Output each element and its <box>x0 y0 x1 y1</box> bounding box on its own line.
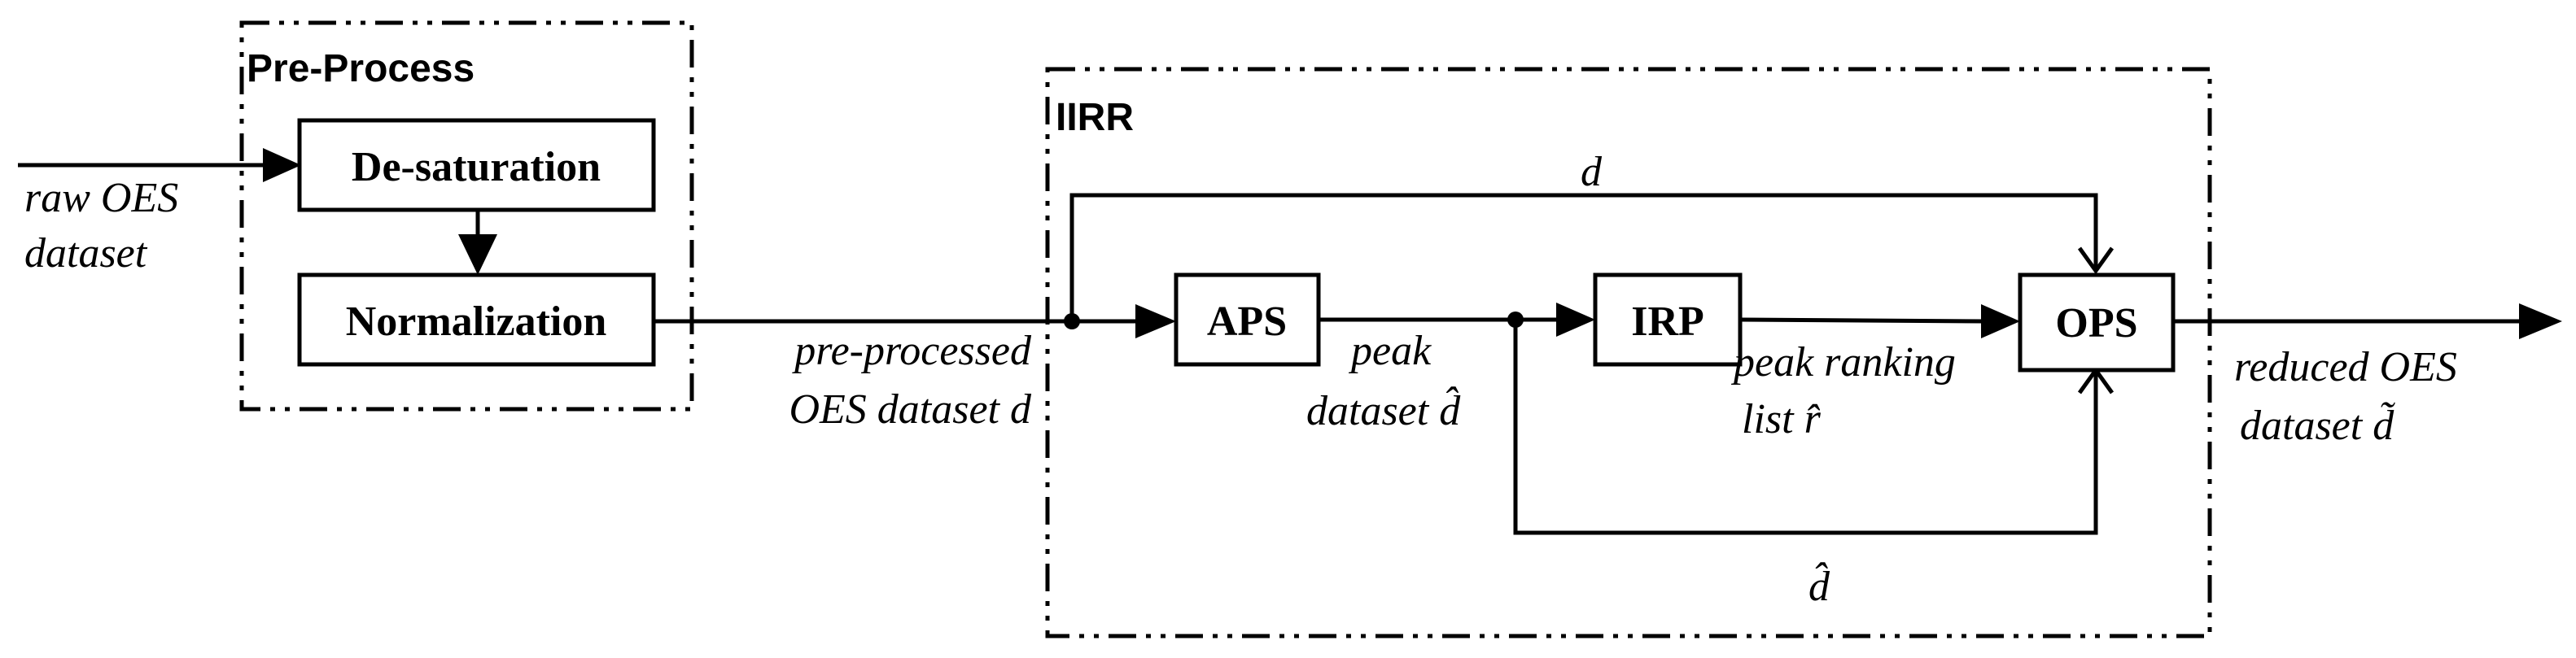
preprocess-frame <box>239 20 694 412</box>
label-raw-dataset: dataset <box>24 230 148 277</box>
label-peak-ranking: peak ranking <box>1730 339 1956 386</box>
label-raw-oes: raw OES <box>24 175 178 221</box>
label-reduced-oes: reduced OES <box>2234 344 2457 390</box>
bypass-top-arrowhead <box>2077 246 2115 275</box>
preprocess-title: Pre-Process <box>247 47 475 90</box>
block-ops: OPS <box>2018 272 2176 373</box>
block-normalization-label: Normalization <box>346 298 607 345</box>
label-oes-dataset-d: OES dataset d <box>789 386 1032 433</box>
norm-to-aps-arrowhead <box>1135 304 1176 338</box>
iirr-frame <box>1045 67 2212 638</box>
block-aps-label: APS <box>1207 298 1287 345</box>
label-peak-dataset: dataset d̂ <box>1306 386 1461 434</box>
label-list-r: list r̂ <box>1742 396 1822 442</box>
raw-input-arrowhead <box>263 148 301 182</box>
label-reduced-dataset: dataset d̃ <box>2240 401 2395 449</box>
label-peak: peak <box>1348 328 1432 374</box>
connectors <box>18 148 2562 535</box>
label-d-bottom: d̂ <box>1808 561 1830 610</box>
block-desaturation: De-saturation <box>297 118 656 212</box>
irp-to-ops-line <box>1739 317 1985 324</box>
irp-to-ops-arrowhead <box>1981 304 2020 338</box>
block-ops-label: OPS <box>2055 300 2137 346</box>
block-normalization: Normalization <box>297 272 656 367</box>
aps-to-irp-arrowhead <box>1556 303 1595 337</box>
label-d-top: d <box>1581 149 1603 195</box>
block-desaturation-label: De-saturation <box>352 144 601 190</box>
block-irp-label: IRP <box>1631 298 1704 345</box>
bypass-top-line <box>1069 193 2098 321</box>
desat-to-norm-arrowhead <box>458 234 497 275</box>
block-aps: APS <box>1174 272 1321 367</box>
bypass-bottom-line <box>1513 320 2098 535</box>
label-preprocessed: pre-processed <box>791 328 1032 374</box>
iirr-title: IIRR <box>1056 96 1134 139</box>
block-irp: IRP <box>1593 272 1743 367</box>
output-arrowhead <box>2519 303 2562 339</box>
